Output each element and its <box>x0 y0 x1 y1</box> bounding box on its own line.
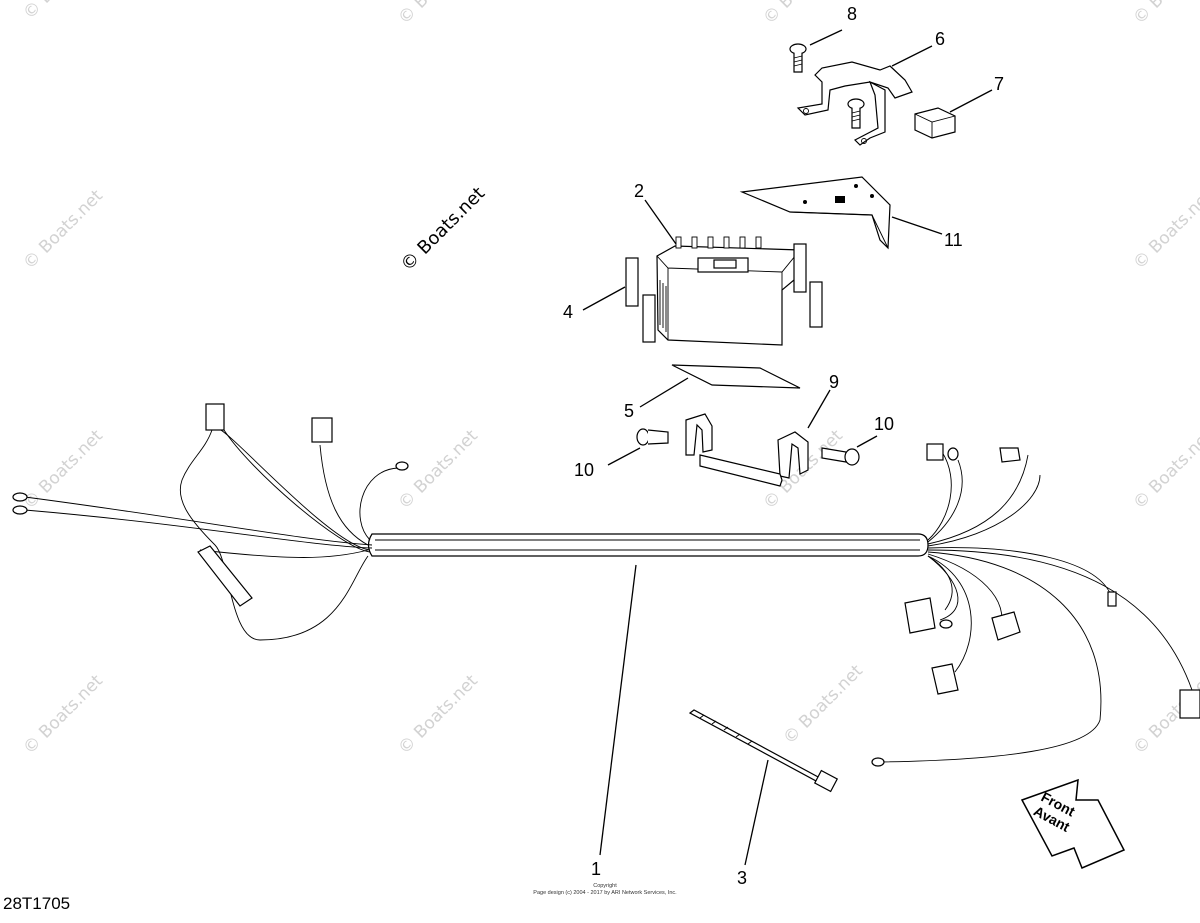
callout-2: 2 <box>634 181 644 201</box>
callout-10-left: 10 <box>574 460 594 480</box>
callout-11: 11 <box>944 230 963 250</box>
watermark: © Boats.net <box>394 426 482 514</box>
strap-part-9 <box>685 413 809 487</box>
callout-9: 9 <box>829 372 839 392</box>
cable-tie-part-3 <box>688 709 839 793</box>
callout-1: 1 <box>591 859 601 879</box>
watermark: © Boats.net <box>1129 0 1200 29</box>
watermark: © Boats.net <box>779 661 867 749</box>
callout-3: 3 <box>737 868 747 888</box>
connectors-right <box>871 443 1200 767</box>
watermarks: © Boats.net © Boats.net © Boats.net © Bo… <box>19 0 1200 759</box>
copyright-line: Page design (c) 2004 - 2017 by ARI Netwo… <box>533 890 677 896</box>
pad-part-7 <box>914 107 956 139</box>
watermark: © Boats.net <box>19 0 107 24</box>
watermark: © Boats.net <box>1129 186 1200 274</box>
battery-part-2 <box>656 236 801 346</box>
bolt-part-10-right <box>821 447 860 466</box>
watermark: © Boats.net <box>19 426 107 514</box>
watermark: © Boats.net <box>759 0 847 29</box>
callout-4: 4 <box>563 302 573 322</box>
diagram-code: 28T1705 <box>3 894 71 913</box>
screw-part-8 <box>789 43 807 73</box>
bolt-part-10-left <box>636 428 669 446</box>
connectors-left <box>12 403 409 607</box>
callout-8: 8 <box>847 4 857 24</box>
harness-part-1 <box>367 533 929 557</box>
watermark: © Boats.net <box>1129 426 1200 514</box>
plate-part-11 <box>739 176 891 250</box>
copyright-notice: Copyright Page design (c) 2004 - 2017 by… <box>500 883 710 897</box>
harness-wires-left <box>24 427 399 641</box>
bracket-part-6 <box>796 61 913 146</box>
watermark: © Boats.net <box>394 671 482 759</box>
watermark: © Boats.net <box>19 671 107 759</box>
front-direction-arrow: Front Avant <box>1020 778 1126 869</box>
mat-part-5 <box>671 364 801 389</box>
callout-numbers: 1 2 3 4 5 6 7 8 9 10 10 11 <box>563 4 1004 888</box>
watermark-dark: © Boats.net <box>397 183 489 275</box>
copyright-title: Copyright <box>593 883 617 889</box>
screw <box>847 98 865 129</box>
pads-part-4 <box>625 243 823 343</box>
callout-5: 5 <box>624 401 634 421</box>
callout-10-right: 10 <box>874 414 894 434</box>
watermark: © Boats.net <box>19 186 107 274</box>
callout-6: 6 <box>935 29 945 49</box>
watermark: © Boats.net <box>394 0 482 29</box>
callout-7: 7 <box>994 74 1004 94</box>
